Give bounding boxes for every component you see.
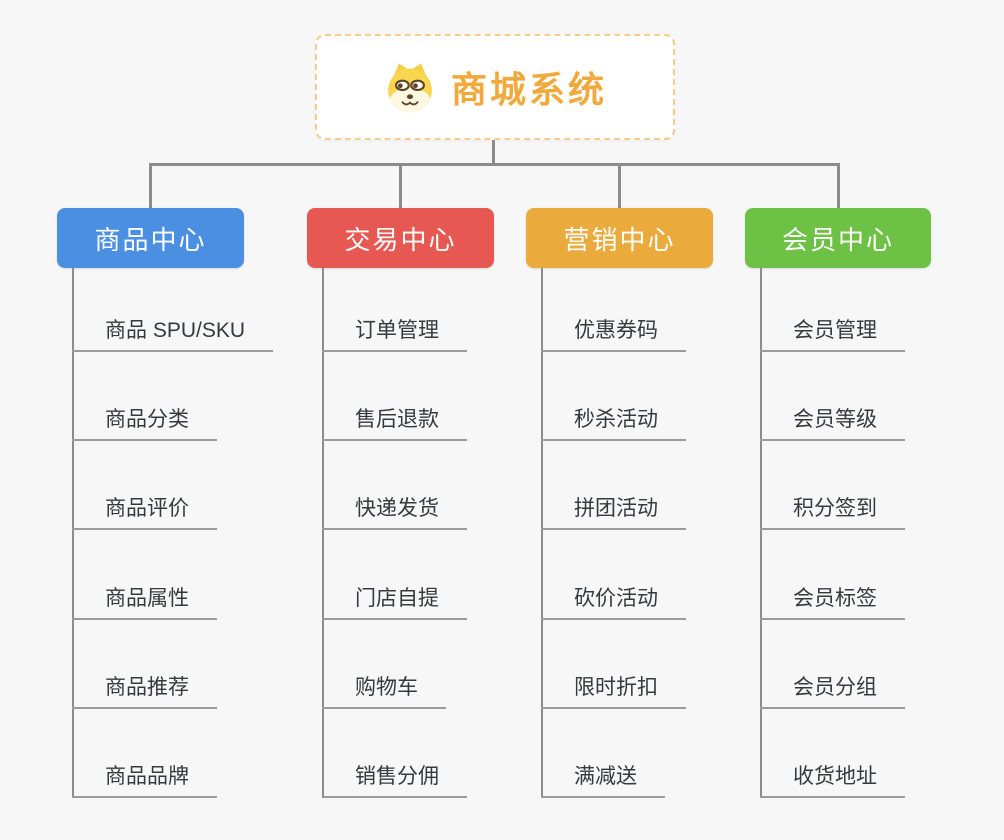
connector-drop-marketing [618,163,621,208]
leaf-item[interactable]: 限时折扣 [541,677,686,709]
branch-node-member-center[interactable]: 会员中心 [745,208,931,268]
leaf-item[interactable]: 优惠券码 [541,320,686,352]
leaf-item[interactable]: 商品 SPU/SKU [72,320,274,352]
leaf-item[interactable]: 收货地址 [760,766,905,798]
connector-bus-line [149,163,840,166]
leaf-item[interactable]: 会员管理 [760,320,905,352]
connector-trunk-trade [322,268,324,798]
connector-drop-members [837,163,840,208]
dog-face-icon [388,63,432,113]
leaf-item[interactable]: 购物车 [322,677,446,709]
leaf-item[interactable]: 商品品牌 [72,766,217,798]
leaf-item[interactable]: 砍价活动 [541,588,686,620]
leaf-item[interactable]: 快递发货 [322,498,467,530]
root-title: 商城系统 [450,69,607,110]
leaf-item[interactable]: 商品推荐 [72,677,217,709]
leaf-item[interactable]: 商品属性 [72,588,217,620]
leaf-item[interactable]: 订单管理 [322,320,467,352]
leaf-item[interactable]: 销售分佣 [322,766,467,798]
leaf-item[interactable]: 满减送 [541,766,665,798]
leaf-item[interactable]: 会员等级 [760,409,905,441]
branch-node-product-center[interactable]: 商品中心 [57,208,244,268]
leaf-item[interactable]: 会员分组 [760,677,905,709]
branch-node-trade-center[interactable]: 交易中心 [307,208,494,268]
leaf-item[interactable]: 会员标签 [760,588,905,620]
connector-trunk-products [72,268,74,798]
connector-drop-products [149,163,152,208]
leaf-item[interactable]: 拼团活动 [541,498,686,530]
leaf-item[interactable]: 商品评价 [72,498,217,530]
branch-node-marketing-center[interactable]: 营销中心 [526,208,713,268]
root-node-mall-system[interactable]: 商城系统 [315,34,675,140]
leaf-item[interactable]: 门店自提 [322,588,467,620]
connector-trunk-marketing [541,268,543,798]
leaf-item[interactable]: 秒杀活动 [541,409,686,441]
leaf-item[interactable]: 积分签到 [760,498,905,530]
connector-trunk-members [760,268,762,798]
connector-root-stub [492,140,495,166]
leaf-item[interactable]: 商品分类 [72,409,217,441]
leaf-item[interactable]: 售后退款 [322,409,467,441]
connector-drop-trade [399,163,402,208]
